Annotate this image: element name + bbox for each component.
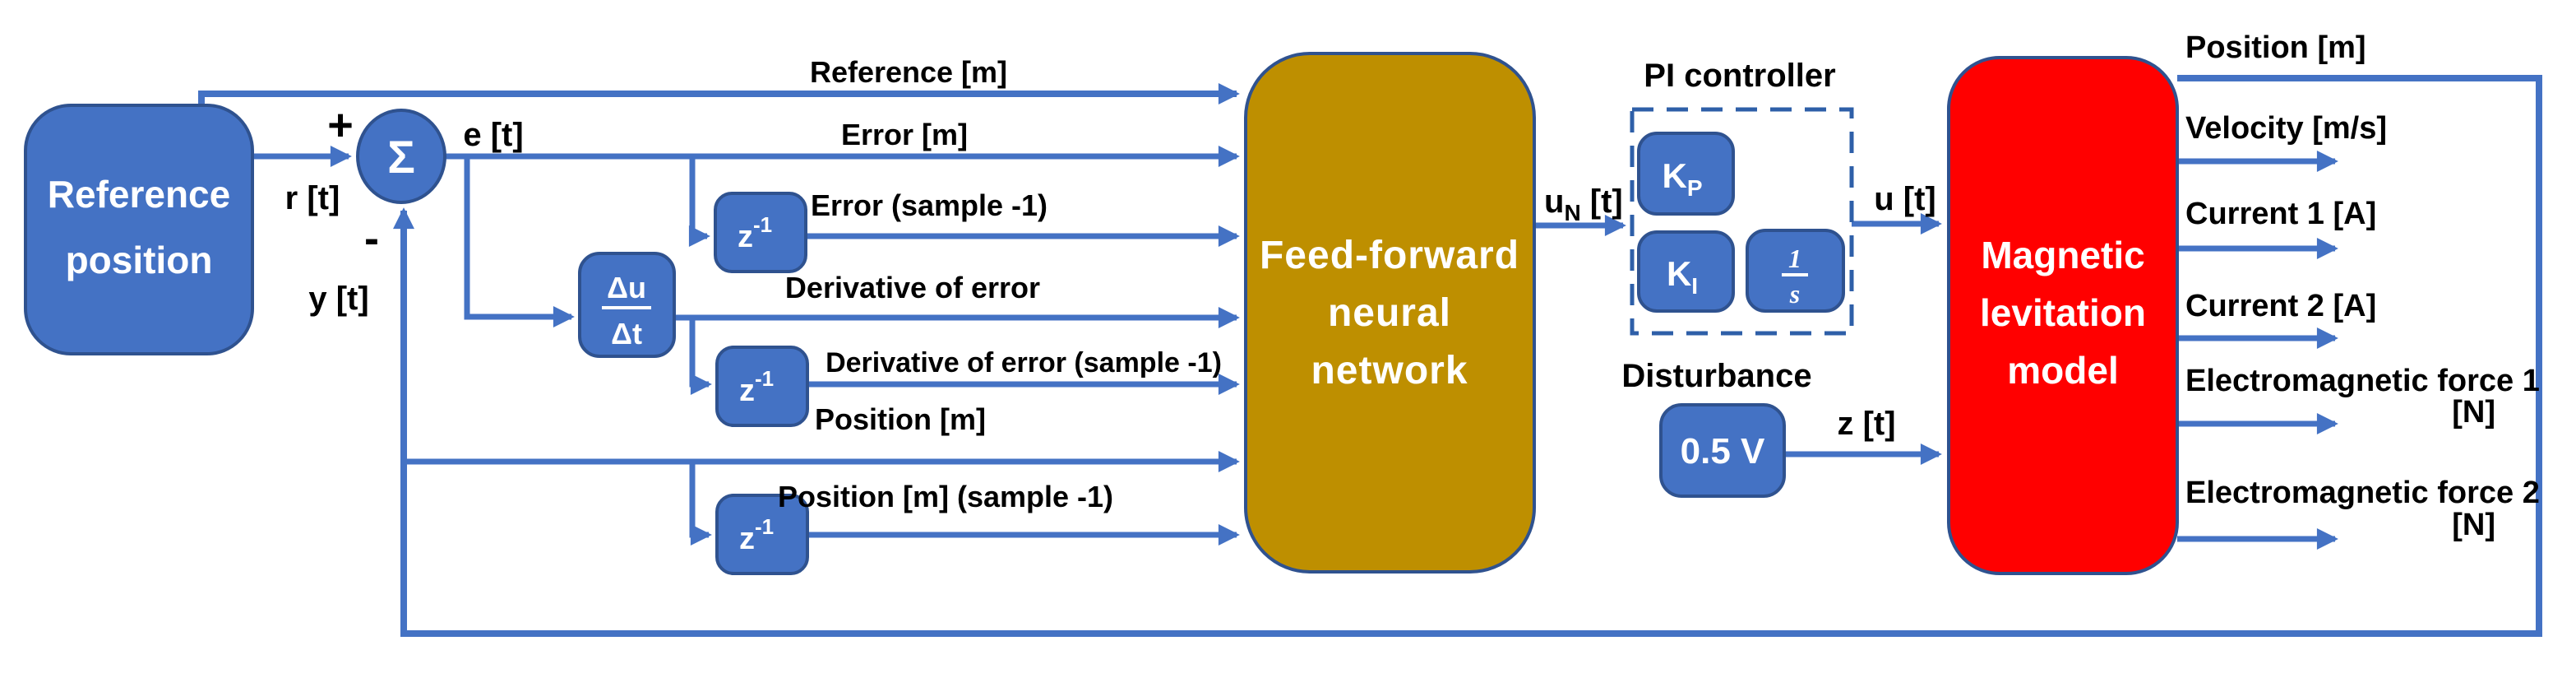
- signal-r-label: r [t]: [285, 180, 340, 216]
- delay-block-2-label: z-1: [739, 366, 774, 408]
- plant-label-line1: Magnetic: [1981, 234, 2144, 276]
- output-label-emf2: Electromagnetic force 2: [2185, 476, 2540, 510]
- nn-label-line3: network: [1311, 349, 1468, 392]
- neural-network-block: Feed-forward neural network: [1244, 52, 1536, 574]
- signal-e-label: e [t]: [463, 117, 523, 153]
- pi-controller-boundary: [1630, 107, 1854, 336]
- maglev-plant-shape: [1947, 56, 2179, 575]
- delay-block-2-shape: [715, 346, 809, 427]
- integrator-numerator: 1: [1788, 244, 1801, 273]
- delay-block-1-shape: [714, 192, 807, 273]
- sum-minus-sign: -: [364, 214, 379, 263]
- derivative-denominator: Δt: [611, 317, 642, 351]
- disturbance-group: Disturbance 0.5 V: [1621, 358, 1812, 498]
- kp-subscript: P: [1687, 175, 1703, 201]
- sum-junction-shape: [356, 109, 446, 204]
- sum-symbol: Σ: [387, 131, 415, 183]
- derivative-block: Δu Δt: [578, 252, 676, 358]
- kp-base: K: [1662, 156, 1686, 195]
- delay2-base: z: [739, 374, 755, 408]
- reference-feedthrough-wire: [198, 83, 1240, 156]
- delay3-base: z: [739, 522, 755, 556]
- signal-labels: r [t] e [t] y [t] uN [t] u [t] z [t]: [285, 117, 1936, 442]
- neural-network-shape: [1244, 52, 1536, 574]
- delay-block-1-label: z-1: [738, 212, 772, 254]
- nn-input-label-position: Position [m]: [815, 402, 986, 436]
- delay-block-3-shape: [715, 494, 809, 575]
- disturbance-value: 0.5 V: [1681, 431, 1765, 471]
- delay1-base: z: [738, 220, 753, 254]
- derivative-to-delay2-branch: [689, 318, 712, 395]
- output-label-position: Position [m]: [2185, 30, 2366, 65]
- pi-controller-title: PI controller: [1644, 58, 1835, 94]
- output-label-velocity: Velocity [m/s]: [2185, 111, 2387, 146]
- reference-position-block: Reference position: [24, 104, 254, 355]
- nn-input-label-derivative-sample: Derivative of error (sample -1): [826, 347, 1222, 378]
- plant-output-labels: Position [m] Velocity [m/s] Current 1 [A…: [2185, 30, 2540, 542]
- derivative-block-shape: [578, 252, 676, 358]
- derivative-numerator: Δu: [607, 271, 646, 304]
- signal-y-label: y [t]: [308, 281, 368, 317]
- error-to-delay1-branch: [688, 156, 710, 247]
- output-label-current1: Current 1 [A]: [2185, 197, 2376, 231]
- ki-base: K: [1667, 254, 1691, 293]
- nn-input-label-error-sample: Error (sample -1): [811, 188, 1048, 222]
- delay1-exponent: -1: [753, 212, 772, 237]
- ki-gain-block: [1637, 230, 1735, 313]
- nn-input-label-error: Error [m]: [841, 118, 968, 151]
- delay2-exponent: -1: [755, 366, 774, 391]
- output-label-emf1: Electromagnetic force 1: [2185, 364, 2540, 398]
- delay-block-3-label: z-1: [739, 514, 774, 556]
- nn-input-label-reference: Reference [m]: [810, 55, 1007, 89]
- signal-un-label: uN [t]: [1544, 183, 1623, 225]
- nn-input-label-derivative: Derivative of error: [785, 271, 1040, 304]
- delay-block-3: z-1: [715, 494, 809, 575]
- delay3-exponent: -1: [755, 514, 774, 539]
- position-feedback-wire: [393, 75, 2542, 637]
- integrator-denominator: s: [1789, 279, 1800, 309]
- delay-block-2: z-1: [715, 346, 809, 427]
- reference-block-line1: Reference: [48, 173, 230, 216]
- sum-plus-sign: +: [327, 100, 354, 150]
- reference-block-line2: position: [66, 239, 213, 281]
- delay-block-1: z-1: [714, 192, 807, 273]
- integrator-block: [1746, 229, 1845, 313]
- nn-input-label-position-sample: Position [m] (sample -1): [778, 480, 1113, 513]
- signal-u-label: u [t]: [1874, 181, 1936, 217]
- output-label-current2: Current 2 [A]: [2185, 289, 2376, 323]
- disturbance-title: Disturbance: [1621, 358, 1811, 394]
- signal-z-label: z [t]: [1837, 406, 1895, 442]
- un-base: u: [1544, 183, 1564, 220]
- position-to-delay3-branch: [689, 462, 712, 546]
- kp-gain-block: [1637, 132, 1735, 216]
- output-label-emf1-unit: [N]: [2452, 395, 2495, 430]
- un-rest: [t]: [1581, 183, 1623, 220]
- plant-label-line3: model: [2007, 349, 2118, 392]
- nn-label-line1: Feed-forward: [1260, 234, 1519, 277]
- un-subscript: N: [1564, 200, 1580, 225]
- reference-position-shape: [24, 104, 254, 355]
- ki-gain-label: KI: [1667, 254, 1698, 299]
- nn-label-line2: neural: [1328, 291, 1451, 335]
- output-label-emf2-unit: [N]: [2452, 508, 2495, 542]
- disturbance-value-block: [1659, 403, 1786, 498]
- maglev-plant-block: Magnetic levitation model: [1947, 56, 2179, 575]
- ki-subscript: I: [1691, 273, 1698, 299]
- plant-label-line2: levitation: [1980, 291, 2146, 334]
- nn-input-labels: Reference [m] Error [m] Error (sample -1…: [778, 55, 1222, 513]
- error-to-derivative-branch: [464, 156, 575, 327]
- sum-junction: Σ + -: [327, 100, 446, 263]
- kp-gain-label: KP: [1662, 156, 1702, 201]
- pi-controller-group: PI controller KP KI 1 s: [1630, 58, 1854, 336]
